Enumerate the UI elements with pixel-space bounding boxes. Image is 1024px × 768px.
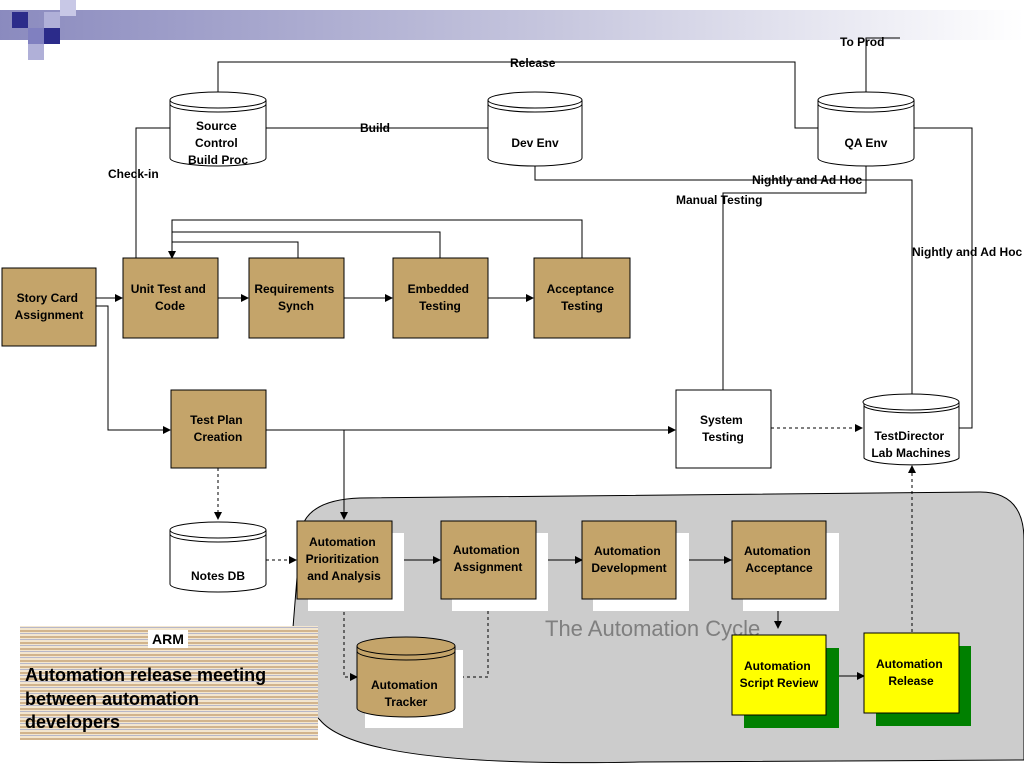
story-card-label-1: Story Card — [17, 291, 78, 305]
dev-env-label: Dev Env — [511, 136, 559, 150]
automation-tracker-db: Automation Tracker — [356, 636, 463, 728]
arm-description-line-2: between automation — [25, 689, 199, 709]
automation-prioritization-label-1: Automation — [309, 535, 376, 549]
svg-text:Story Card Assignment: Story Card Assignment — [15, 291, 84, 322]
unit-test-label-1: Unit Test and — [131, 282, 206, 296]
testdirector-label-1: TestDirector — [874, 429, 944, 443]
story-card-label-2: Assignment — [15, 308, 84, 322]
automation-script-review-label-1: Automation — [744, 659, 811, 673]
unit-test-box: Unit Test and Code — [122, 257, 219, 339]
embedded-testing-label-1: Embedded — [408, 282, 469, 296]
test-plan-box: Test Plan Creation — [170, 389, 267, 469]
automation-acceptance-label-1: Automation — [744, 544, 811, 558]
svg-text:System Testing: System Testing — [700, 413, 746, 444]
edge-label-manual-testing: Manual Testing — [676, 193, 762, 207]
svg-text:Automation Assignment: Automation Assignment — [453, 543, 523, 574]
edge-label-to-prod: To Prod — [840, 35, 884, 49]
automation-tracker-label-1: Automation — [371, 678, 438, 692]
svg-text:Source Control Bui: Source Control Build Proc — [188, 119, 248, 167]
automation-prioritization-label-2: Prioritization — [306, 552, 379, 566]
svg-text:Requirements Synch: Requirements Synch — [254, 282, 337, 313]
automation-assignment-box: Automation Assignment — [440, 520, 548, 611]
source-control-label-2: Control — [195, 136, 238, 150]
automation-prioritization-label-3: and Analysis — [307, 569, 381, 583]
svg-text:Automation Release: Automation Release — [876, 657, 946, 688]
edge-label-nightly-2: Nightly and Ad Hoc — [912, 245, 1023, 259]
test-plan-label-1: Test Plan — [190, 413, 242, 427]
edge-label-release: Release — [510, 56, 556, 70]
automation-development-label-1: Automation — [594, 544, 661, 558]
source-control-db: Source Control Build Proc — [169, 91, 267, 167]
automation-acceptance-box: Automation Acceptance — [731, 520, 839, 611]
svg-text:TestDirector Lab Machine: TestDirector Lab Machines — [871, 429, 951, 460]
automation-tracker-label-2: Tracker — [385, 695, 428, 709]
automation-development-label-2: Development — [591, 561, 666, 575]
automation-assignment-label-1: Automation — [453, 543, 520, 557]
automation-script-review-box: Automation Script Review — [731, 634, 839, 728]
acceptance-testing-label-1: Acceptance — [547, 282, 615, 296]
system-testing-label-2: Testing — [702, 430, 744, 444]
acceptance-testing-box: Acceptance Testing — [533, 257, 631, 339]
svg-text:Acceptance Testing: Acceptance Testing — [547, 282, 618, 313]
requirements-synch-label-2: Synch — [278, 299, 314, 313]
test-plan-label-2: Creation — [194, 430, 243, 444]
edge-label-check-in: Check-in — [108, 167, 159, 181]
automation-cycle-label: The Automation Cycle — [545, 616, 760, 641]
automation-development-box: Automation Development — [581, 520, 689, 611]
automation-release-label-2: Release — [888, 674, 934, 688]
edge-label-build: Build — [360, 121, 390, 135]
testdirector-label-2: Lab Machines — [871, 446, 951, 460]
svg-text:Test Plan Creation: Test Plan Creation — [190, 413, 246, 444]
system-testing-box: System Testing — [675, 389, 772, 469]
svg-text:Embedded Testing: Embedded Testing — [408, 282, 473, 313]
automation-release-box: Automation Release — [863, 632, 971, 726]
notes-db-label: Notes DB — [191, 569, 245, 583]
automation-prioritization-box: Automation Prioritization and Analysis — [296, 520, 404, 611]
edge-label-nightly-1: Nightly and Ad Hoc — [752, 173, 863, 187]
arm-legend: ARM Automation release meeting between a… — [20, 626, 318, 740]
svg-text:Unit Test and Code: Unit Test and Code — [131, 282, 209, 313]
requirements-synch-label-1: Requirements — [254, 282, 334, 296]
acceptance-testing-label-2: Testing — [561, 299, 603, 313]
arm-description-line-1: Automation release meeting — [25, 665, 266, 685]
arm-title: ARM — [152, 631, 184, 647]
svg-text:Automation Development: Automation Development — [591, 544, 666, 575]
automation-assignment-label-2: Assignment — [454, 560, 523, 574]
svg-text:Automation Acceptance: Automation Acceptance — [744, 544, 814, 575]
automation-script-review-label-2: Script Review — [740, 676, 819, 690]
automation-release-label-1: Automation — [876, 657, 943, 671]
source-control-label-1: Source — [196, 119, 237, 133]
svg-text:Automation Tracker: Automation Tracker — [371, 678, 441, 709]
automation-acceptance-label-2: Acceptance — [745, 561, 813, 575]
source-control-label-3: Build Proc — [188, 153, 248, 167]
system-testing-label-1: System — [700, 413, 743, 427]
story-card-box: Story Card Assignment — [1, 267, 97, 347]
qa-env-label: QA Env — [845, 136, 888, 150]
embedded-testing-box: Embedded Testing — [392, 257, 489, 339]
dev-env-db: Dev Env — [487, 91, 583, 167]
qa-env-db: QA Env — [817, 91, 915, 167]
svg-text:Automation Prioritizatio: Automation Prioritization and Analysis — [306, 535, 383, 583]
requirements-synch-box: Requirements Synch — [248, 257, 345, 339]
embedded-testing-label-2: Testing — [419, 299, 461, 313]
unit-test-label-2: Code — [155, 299, 185, 313]
testdirector-db: TestDirector Lab Machines — [862, 393, 960, 466]
arm-description-line-3: developers — [25, 712, 120, 732]
svg-text:Automation Script Review: Automation Script Review — [740, 659, 819, 690]
svg-text:Automation release meeting: Automation release meeting between autom… — [25, 665, 271, 732]
header-decoration — [0, 0, 1024, 60]
dashed-connectors — [214, 424, 916, 681]
notes-db: Notes DB — [169, 521, 267, 593]
